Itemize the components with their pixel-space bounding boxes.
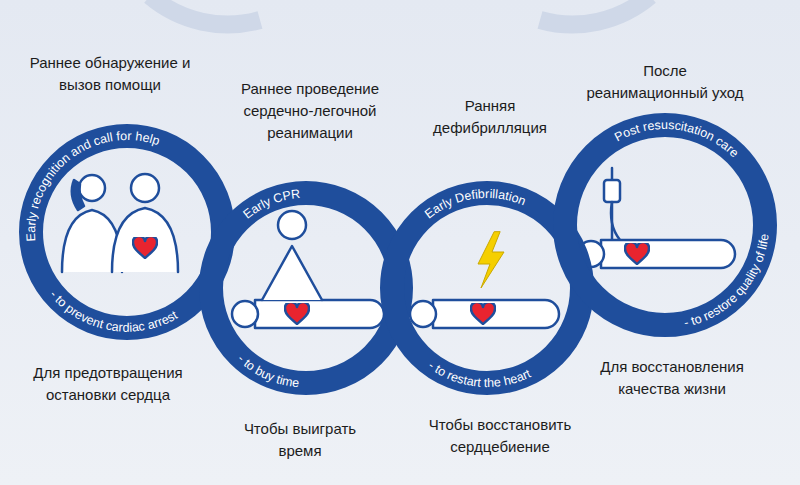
ring-text: Early Defibrillation — [422, 187, 528, 221]
step-purpose: Для предотвращения остановки сердца — [8, 362, 208, 406]
step-purpose: Чтобы восстановить сердцебиение — [413, 414, 588, 458]
recognition-figures — [62, 174, 178, 272]
chain-ring: Post resuscitation care - to restore qual… — [553, 113, 777, 337]
ring-text: Early recognition and call for help — [24, 129, 161, 242]
cpr-figures — [232, 211, 384, 328]
ring-band — [211, 193, 401, 383]
defibrillation-figures — [410, 232, 559, 328]
faded-rings — [150, 0, 650, 24]
ring-text: - to restore quality of life — [683, 233, 772, 330]
step-heading: После реанимационный уход — [583, 60, 748, 104]
step-heading: Раннее проведение сердечно-легочной реан… — [230, 78, 390, 144]
step-heading: Раннее обнаружение и вызов помощи — [10, 52, 210, 96]
step-purpose: Чтобы выиграть время — [230, 418, 370, 462]
ring-text: - to prevent cardiac arrest — [47, 288, 180, 335]
ring-text: - to buy time — [235, 352, 300, 391]
step-heading: Ранняя дефибрилляция — [425, 95, 555, 139]
step-purpose: Для восстановления качества жизни — [585, 356, 760, 400]
ring-outline: Post resuscitation care - to restore qual… — [553, 113, 777, 337]
care-figures — [578, 168, 735, 268]
ring-text: - to restart the heart — [426, 358, 534, 390]
ring-text: Post resuscitation care — [612, 118, 741, 160]
ring-text: Early CPR — [241, 187, 301, 222]
